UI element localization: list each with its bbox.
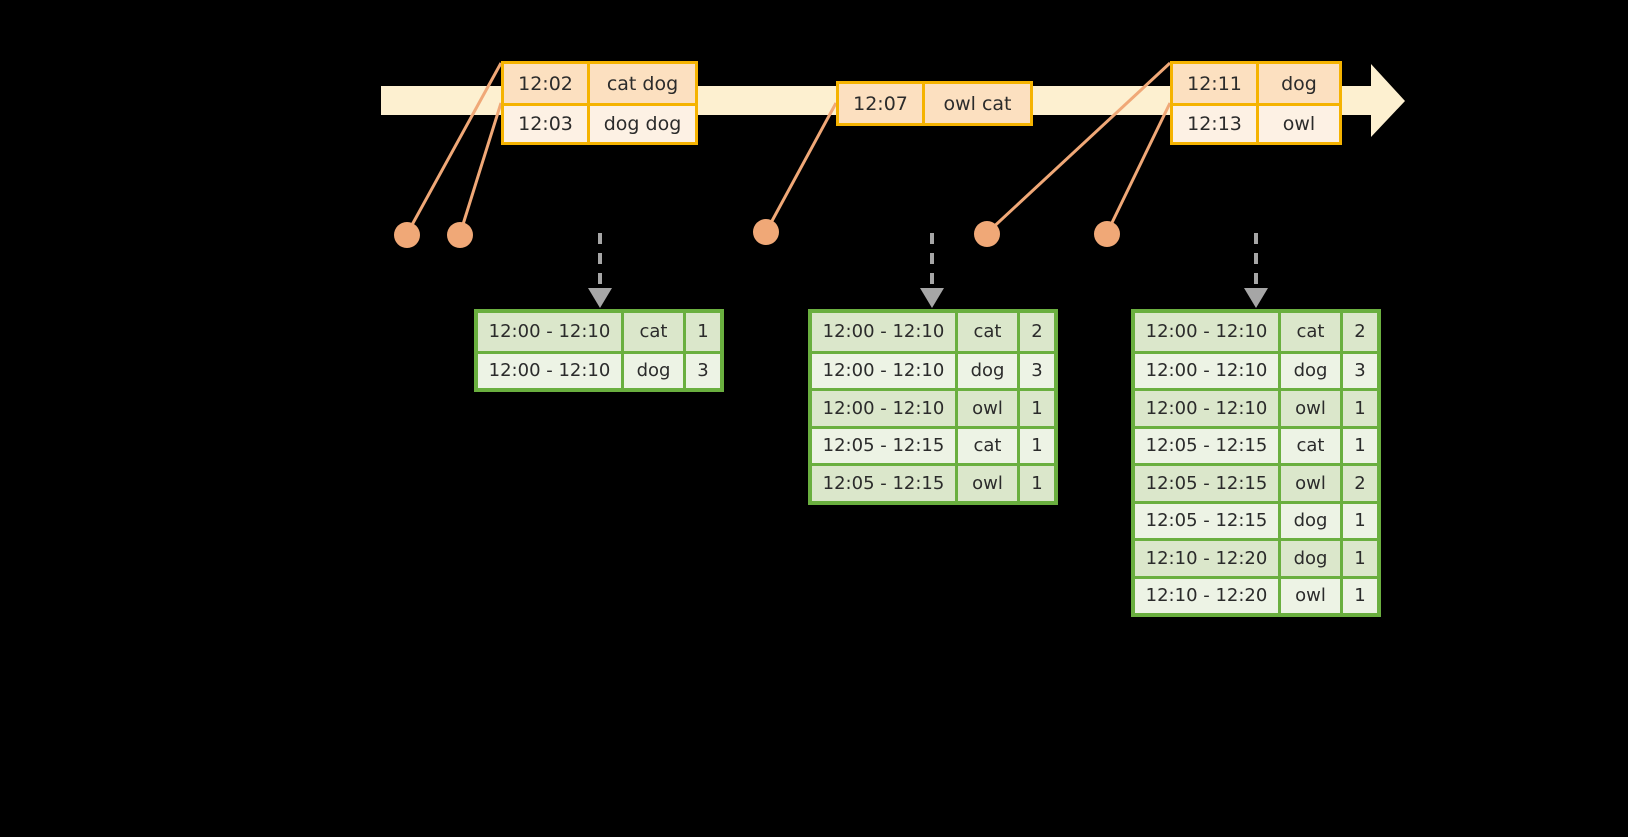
cell-word: cat xyxy=(958,313,1020,351)
event-words: owl cat xyxy=(943,92,1012,115)
cell-window: 12:05 - 12:15 xyxy=(1135,428,1281,463)
event-time: 12:03 xyxy=(504,106,590,142)
cell-word: owl xyxy=(958,391,1020,426)
event-row[interactable]: 12:13 owl xyxy=(1173,103,1339,142)
event-words: dog xyxy=(1281,72,1317,95)
record-dots xyxy=(394,219,1120,248)
cell-window: 12:05 - 12:15 xyxy=(812,466,958,501)
cell-window: 12:00 - 12:10 xyxy=(812,391,958,426)
cell-word: owl xyxy=(1281,391,1343,426)
record-dot xyxy=(394,222,420,248)
cell-word: cat xyxy=(958,428,1020,463)
cell-count: 1 xyxy=(1031,435,1043,457)
event-row[interactable]: 12:03 dog dog xyxy=(504,103,695,142)
cell-count: 2 xyxy=(1354,472,1366,494)
cell-window: 12:00 - 12:10 xyxy=(1135,391,1281,426)
event-time: 12:02 xyxy=(504,64,590,103)
cell-count: 3 xyxy=(1354,360,1366,382)
cell-count: 2 xyxy=(1031,321,1043,343)
cell-window: 12:00 - 12:10 xyxy=(812,313,958,351)
flow-arrowheads xyxy=(588,288,1268,308)
cell-count: 1 xyxy=(1354,547,1366,569)
cell-count: 2 xyxy=(1354,321,1366,343)
event-words: owl xyxy=(1282,113,1316,135)
cell-window: 12:05 - 12:15 xyxy=(1135,503,1281,538)
cell-count: 1 xyxy=(1031,397,1043,419)
event-words: cat dog xyxy=(606,72,679,95)
record-dot xyxy=(447,222,473,248)
cell-word: dog xyxy=(1281,503,1343,538)
cell-count: 1 xyxy=(1354,397,1366,419)
cell-window: 12:00 - 12:10 xyxy=(1135,353,1281,388)
record-dot xyxy=(1094,221,1120,247)
cell-word: cat xyxy=(1281,428,1343,463)
cell-word: cat xyxy=(624,313,686,351)
event-time: 12:07 xyxy=(839,84,925,123)
cell-window: 12:00 - 12:10 xyxy=(812,353,958,388)
event-group-2[interactable]: 12:07 owl cat xyxy=(836,81,1033,126)
cell-count: 1 xyxy=(1354,435,1366,457)
cell-window: 12:05 - 12:15 xyxy=(812,428,958,463)
cell-count: 1 xyxy=(697,321,709,343)
event-time: 12:11 xyxy=(1173,64,1259,103)
cell-window: 12:00 - 12:10 xyxy=(478,353,624,388)
cell-word: dog xyxy=(958,353,1020,388)
cell-word: owl xyxy=(1281,466,1343,501)
event-row[interactable]: 12:11 dog xyxy=(1173,64,1339,103)
cell-count: 1 xyxy=(1354,585,1366,607)
cell-word: dog xyxy=(1281,541,1343,576)
event-group-1[interactable]: 12:02 cat dog 12:03 dog dog xyxy=(501,61,698,145)
cell-count: 1 xyxy=(1354,510,1366,532)
event-words: dog dog xyxy=(603,113,682,135)
cell-count: 3 xyxy=(1031,360,1043,382)
cell-word: dog xyxy=(624,353,686,388)
cell-word: dog xyxy=(1281,353,1343,388)
cell-window: 12:00 - 12:10 xyxy=(478,313,624,351)
cell-count: 1 xyxy=(1031,472,1043,494)
cell-word: owl xyxy=(1281,578,1343,613)
cell-window: 12:00 - 12:10 xyxy=(1135,313,1281,351)
event-group-3[interactable]: 12:11 dog 12:13 owl xyxy=(1170,61,1342,145)
event-row[interactable]: 12:07 owl cat xyxy=(839,84,1030,123)
flow-arrows xyxy=(598,233,1258,288)
event-time: 12:13 xyxy=(1173,106,1259,142)
record-dot xyxy=(753,219,779,245)
cell-word: owl xyxy=(958,466,1020,501)
cell-window: 12:10 - 12:20 xyxy=(1135,578,1281,613)
cell-count: 3 xyxy=(697,360,709,382)
cell-window: 12:05 - 12:15 xyxy=(1135,466,1281,501)
event-row[interactable]: 12:02 cat dog xyxy=(504,64,695,103)
record-dot xyxy=(974,221,1000,247)
cell-window: 12:10 - 12:20 xyxy=(1135,541,1281,576)
cell-word: cat xyxy=(1281,313,1343,351)
